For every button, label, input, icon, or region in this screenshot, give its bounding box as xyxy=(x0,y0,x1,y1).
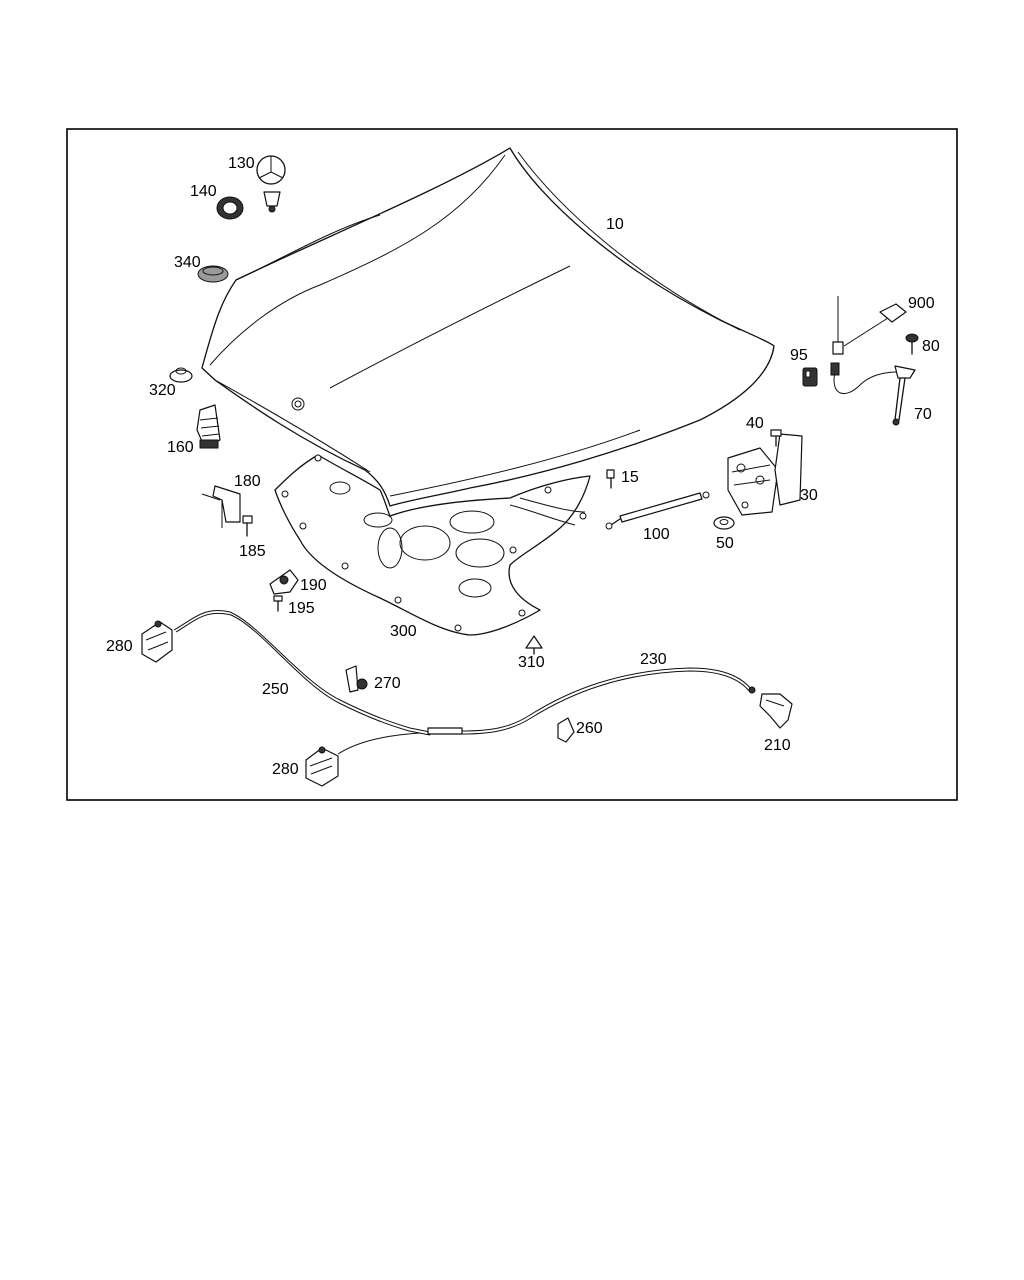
label-190: 190 xyxy=(300,577,327,594)
label-130: 130 xyxy=(228,155,255,172)
label-210: 210 xyxy=(764,737,791,754)
release-latch-upper xyxy=(141,620,173,663)
label-280-upper: 280 xyxy=(106,638,133,655)
label-310: 310 xyxy=(518,654,545,671)
connector xyxy=(802,367,818,387)
diagram-frame xyxy=(66,128,958,801)
label-260: 260 xyxy=(576,720,603,737)
label-230: 230 xyxy=(640,651,667,668)
label-160: 160 xyxy=(167,439,194,456)
screw xyxy=(273,595,283,612)
emblem-ring xyxy=(216,196,244,220)
release-handle xyxy=(759,693,793,729)
label-280-lower: 280 xyxy=(272,761,299,778)
label-40: 40 xyxy=(746,415,764,432)
label-15: 15 xyxy=(621,469,639,486)
label-180: 180 xyxy=(234,473,261,490)
screw-80 xyxy=(905,333,919,355)
label-95: 95 xyxy=(790,347,808,364)
label-300: 300 xyxy=(390,623,417,640)
hood-insulation-mat xyxy=(274,454,591,636)
gas-strut xyxy=(605,491,710,530)
label-70: 70 xyxy=(914,406,932,423)
hood-latch xyxy=(727,433,803,516)
label-10: 10 xyxy=(606,216,624,233)
label-50: 50 xyxy=(716,535,734,552)
contact-switch xyxy=(830,362,916,426)
label-320: 320 xyxy=(149,382,176,399)
label-140: 140 xyxy=(190,183,217,200)
label-270: 270 xyxy=(374,675,401,692)
part-labels: 10 15 30 40 50 70 80 95 100 130 140 160 … xyxy=(106,155,940,778)
label-80: 80 xyxy=(922,338,940,355)
sensor-tag xyxy=(832,296,907,355)
grommet xyxy=(197,265,229,283)
clip xyxy=(525,635,543,655)
label-340: 340 xyxy=(174,254,201,271)
label-250: 250 xyxy=(262,681,289,698)
release-latch-lower xyxy=(305,746,339,787)
bolt xyxy=(242,515,253,537)
cable-clip xyxy=(557,717,575,743)
rubber-buffer xyxy=(169,367,193,383)
label-195: 195 xyxy=(288,600,315,617)
label-30: 30 xyxy=(800,487,818,504)
stud xyxy=(606,469,615,489)
cable-holder xyxy=(345,665,368,693)
label-900: 900 xyxy=(908,295,935,312)
guide-plate xyxy=(269,569,299,595)
latch-bolt xyxy=(770,429,782,447)
release-cables xyxy=(173,609,756,755)
washer xyxy=(713,516,735,530)
star-emblem xyxy=(256,155,286,213)
hood-panel xyxy=(201,147,775,507)
bracket xyxy=(201,485,241,528)
label-185: 185 xyxy=(239,543,266,560)
label-100: 100 xyxy=(643,526,670,543)
bump-stop xyxy=(196,404,221,449)
